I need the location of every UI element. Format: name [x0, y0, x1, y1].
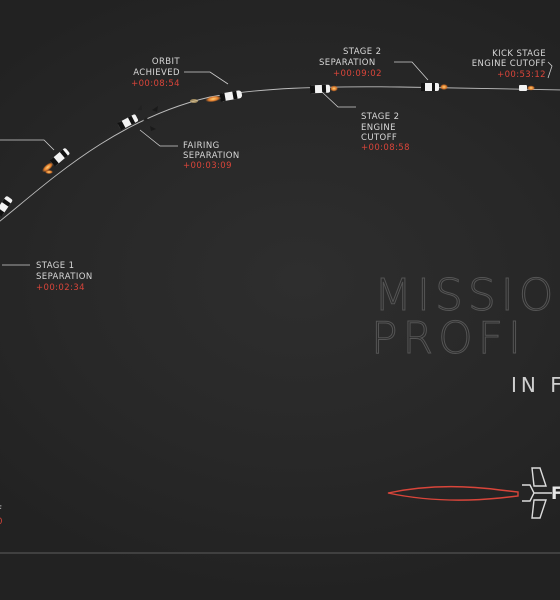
svg-text:F: F — [0, 505, 2, 515]
svg-text:+00:09:02: +00:09:02 — [333, 69, 382, 79]
rocket-4 — [205, 90, 243, 103]
svg-text:+00:53:12: +00:53:12 — [497, 70, 546, 80]
svg-text:+00:08:54: +00:08:54 — [131, 79, 180, 89]
svg-text:+00:02:34: +00:02:34 — [36, 283, 85, 293]
svg-text:ENGINE: ENGINE — [361, 123, 396, 133]
svg-text:+00:03:09: +00:03:09 — [183, 161, 232, 171]
svg-text:SEPARATION: SEPARATION — [36, 272, 93, 282]
leader-s2-cutoff — [321, 91, 356, 108]
leader-left-partial — [0, 139, 55, 151]
leader-kick — [547, 61, 553, 79]
trajectory-path — [0, 86, 560, 222]
svg-text:STAGE 1: STAGE 1 — [36, 261, 74, 271]
label-kick-stage-cutoff: KICK STAGE ENGINE CUTOFF +00:53:12 — [472, 49, 546, 80]
rocket-2 — [42, 148, 70, 173]
title-line-2: PROFI — [371, 313, 526, 364]
svg-text:CUTOFF: CUTOFF — [361, 133, 397, 143]
svg-text:ORBIT: ORBIT — [152, 57, 181, 67]
rocket-logo-icon — [387, 467, 552, 519]
kick-stage — [519, 85, 535, 91]
label-partial-left: F 0 — [0, 505, 3, 527]
label-stage1-separation: STAGE 1 SEPARATION +00:02:34 — [36, 261, 93, 293]
svg-text:KICK STAGE: KICK STAGE — [492, 49, 546, 59]
rocket-5 — [309, 84, 338, 94]
svg-text:ACHIEVED: ACHIEVED — [133, 68, 180, 78]
rocket-1 — [0, 196, 13, 217]
label-stage2-separation: STAGE 2 SEPARATION +00:09:02 — [319, 47, 382, 79]
svg-text:SEPARATION: SEPARATION — [319, 58, 376, 68]
svg-text:0: 0 — [0, 517, 3, 527]
leader-orbit — [184, 71, 229, 85]
svg-text:FAIRING: FAIRING — [183, 141, 220, 151]
leader-fairing — [139, 129, 178, 147]
title-line-1: MISSIO — [374, 270, 558, 321]
svg-text:ENGINE CUTOFF: ENGINE CUTOFF — [472, 59, 546, 69]
svg-text:STAGE 2: STAGE 2 — [343, 47, 381, 57]
label-stage2-engine-cutoff: STAGE 2 ENGINE CUTOFF +00:08:58 — [361, 112, 410, 153]
label-orbit-achieved: ORBIT ACHIEVED +00:08:54 — [131, 57, 180, 89]
title-subtitle: IN F — [511, 373, 560, 397]
svg-text:+00:08:58: +00:08:58 — [361, 143, 410, 153]
debris — [45, 106, 158, 174]
logo-partial-text: F — [551, 484, 560, 504]
leader-s2-sep — [394, 61, 429, 81]
rocket-6 — [421, 83, 448, 91]
label-fairing-separation: FAIRING SEPARATION +00:03:09 — [183, 141, 240, 171]
rocket-3 — [117, 104, 150, 131]
svg-text:STAGE 2: STAGE 2 — [361, 112, 399, 122]
svg-text:SEPARATION: SEPARATION — [183, 151, 240, 161]
pale-marker — [190, 99, 198, 103]
